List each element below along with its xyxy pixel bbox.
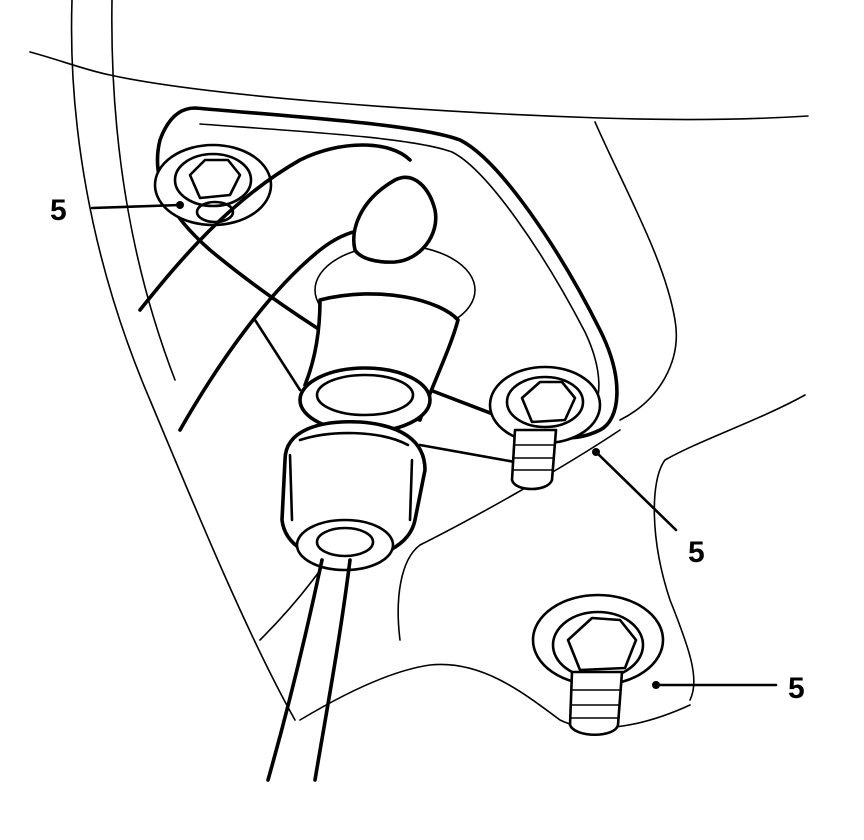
- callout-label-bottom-right: 5: [788, 672, 805, 705]
- callout-label-middle-right: 5: [688, 536, 705, 569]
- housing-outline: [29, 0, 809, 729]
- sensor-wiring: [138, 143, 517, 782]
- callout-label-top-left: 5: [50, 194, 67, 227]
- oxygen-sensor-connector: [280, 244, 476, 572]
- lower-stud-nut: [531, 593, 665, 736]
- middle-stud-nut: [488, 365, 602, 491]
- top-left-nut: [153, 143, 273, 227]
- callout-leaders: [90, 201, 778, 689]
